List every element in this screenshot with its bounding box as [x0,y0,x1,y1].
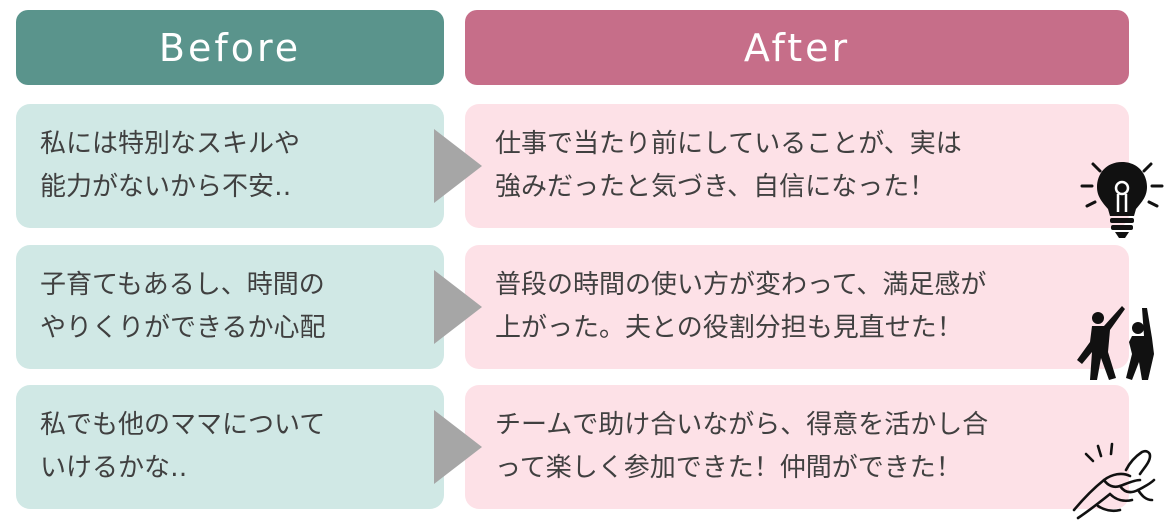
before-cell-1: 私には特別なスキルや 能力がないから不安‥ [16,104,444,228]
arrow-right-icon [434,129,482,203]
after-text-2: 普段の時間の使い方が変わって、満足感が 上がった。夫との役割分担も見直せた！ [495,270,987,343]
high-five-people-icon [1077,306,1154,380]
after-text-1: 仕事で当たり前にしていることが、実は 強みだったと気づき、自信になった！ [495,129,962,202]
arrow-right-icon [434,270,482,344]
before-header-label: Before [158,25,302,70]
before-text-2: 子育てもあるし、時間の やりくりができるか心配 [40,270,326,343]
before-cell-2: 子育てもあるし、時間の やりくりができるか心配 [16,245,444,369]
after-header: After [465,10,1129,85]
after-header-label: After [743,25,851,70]
after-text-3: チームで助け合いながら、得意を活かし合 って楽しく参加できた！仲間ができた！ [495,410,989,483]
arrow-right-icon [434,410,482,484]
before-text-3: 私でも他のママについて いけるかな‥ [40,410,326,483]
before-cell-3: 私でも他のママについて いけるかな‥ [16,385,444,509]
clasped-hands-icon [1072,442,1156,520]
after-cell-3: チームで助け合いながら、得意を活かし合 って楽しく参加できた！仲間ができた！ [465,385,1129,509]
lightbulb-icon [1080,162,1164,238]
after-cell-1: 仕事で当たり前にしていることが、実は 強みだったと気づき、自信になった！ [465,104,1129,228]
before-text-1: 私には特別なスキルや 能力がないから不安‥ [40,129,301,202]
after-cell-2: 普段の時間の使い方が変わって、満足感が 上がった。夫との役割分担も見直せた！ [465,245,1129,369]
before-header: Before [16,10,444,85]
